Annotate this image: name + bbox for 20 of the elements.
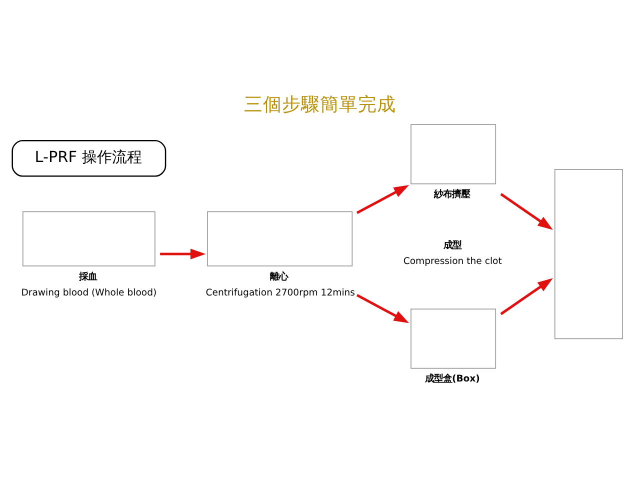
node-box [410,308,496,368]
node-box [22,210,156,266]
arrow [160,248,206,259]
node-box [410,124,496,184]
diagram-title: 三個步驟簡單完成 [244,94,396,116]
node-box [207,210,353,266]
arrow [356,294,410,323]
arrow [500,278,553,315]
node-label: 成型盒(Box) [424,373,480,384]
label: Compression the clot [403,256,502,267]
label: 成型 [444,239,462,250]
node-label: Centrifugation 2700rpm 12mins [206,286,356,298]
arrow [356,184,410,214]
node-box [554,168,623,339]
node-label: 紗布擠壓 [434,188,470,200]
node-label: 離心 [270,270,288,282]
node-label: 採血 [79,270,98,282]
node-label: Drawing blood (Whole blood) [21,286,157,298]
arrow [500,192,553,230]
node-box: L-PRF 操作流程 [12,140,166,176]
